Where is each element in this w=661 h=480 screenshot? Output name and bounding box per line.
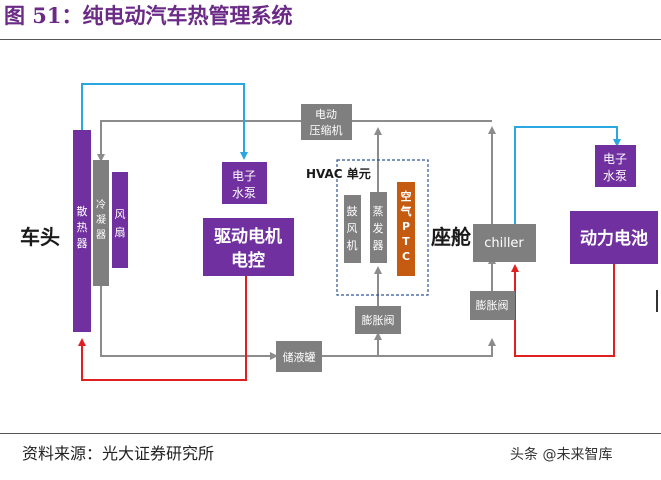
condenser-box bbox=[93, 160, 109, 286]
radiator-label: 散热器 bbox=[77, 204, 88, 250]
pump-left-label-line1: 电子 bbox=[232, 169, 256, 183]
coolant-line-blue-front bbox=[81, 83, 248, 160]
footer-divider bbox=[0, 433, 661, 434]
expansion-valve-1-label: 膨胀阀 bbox=[362, 313, 395, 327]
refrigerant-lines bbox=[97, 120, 496, 360]
expansion-valve-2-label: 膨胀阀 bbox=[476, 298, 509, 312]
fan-box bbox=[112, 172, 128, 268]
pump-left-box bbox=[222, 162, 267, 204]
motor-label: 驱动电机 bbox=[214, 226, 282, 247]
expansion-valve-2-box bbox=[470, 291, 515, 320]
chiller-label: chiller bbox=[484, 236, 524, 251]
pump-right-label-line1: 电子 bbox=[603, 152, 627, 166]
ptc-box bbox=[397, 182, 415, 276]
coolant-line-red-battery bbox=[511, 264, 615, 357]
fan-label: 风扇 bbox=[115, 208, 126, 239]
watermark: 头条 @未来智库 bbox=[510, 447, 613, 463]
condenser-label: 冷凝器 bbox=[96, 198, 106, 241]
cabin-label: 座舱 bbox=[431, 225, 472, 249]
battery-label: 动力电池 bbox=[580, 228, 648, 249]
front-label: 车头 bbox=[20, 225, 60, 249]
expansion-valve-1-box bbox=[355, 306, 401, 334]
source-note: 资料来源：光大证券研究所 bbox=[22, 444, 215, 463]
pump-right-box bbox=[595, 145, 636, 187]
motor-controller-box bbox=[203, 218, 294, 276]
blower-box bbox=[344, 195, 361, 263]
accumulator-label: 储液罐 bbox=[283, 350, 316, 364]
accumulator-box bbox=[276, 341, 322, 372]
hvac-unit-box bbox=[336, 159, 429, 296]
radiator-box bbox=[73, 130, 91, 332]
hvac-label: HVAC 单元 bbox=[306, 166, 371, 181]
blower-label: 鼓风机 bbox=[347, 204, 358, 252]
pump-left-label-line2: 水泵 bbox=[232, 186, 256, 200]
pump-right-label-line2: 水泵 bbox=[603, 169, 627, 183]
figure-title: 图 51：纯电动汽车热管理系统 bbox=[4, 3, 293, 28]
chiller-box bbox=[473, 224, 536, 262]
title-divider bbox=[0, 39, 661, 40]
evaporator-box bbox=[370, 192, 387, 263]
evaporator-label: 蒸发器 bbox=[373, 205, 384, 252]
compressor-box bbox=[301, 104, 352, 140]
controller-label: 电控 bbox=[231, 250, 265, 271]
compressor-label-line2: 压缩机 bbox=[310, 123, 343, 137]
coolant-line-red-front bbox=[78, 276, 247, 381]
battery-box bbox=[570, 211, 658, 264]
compressor-label-line1: 电动 bbox=[315, 108, 337, 121]
coolant-line-blue-battery bbox=[514, 126, 621, 230]
